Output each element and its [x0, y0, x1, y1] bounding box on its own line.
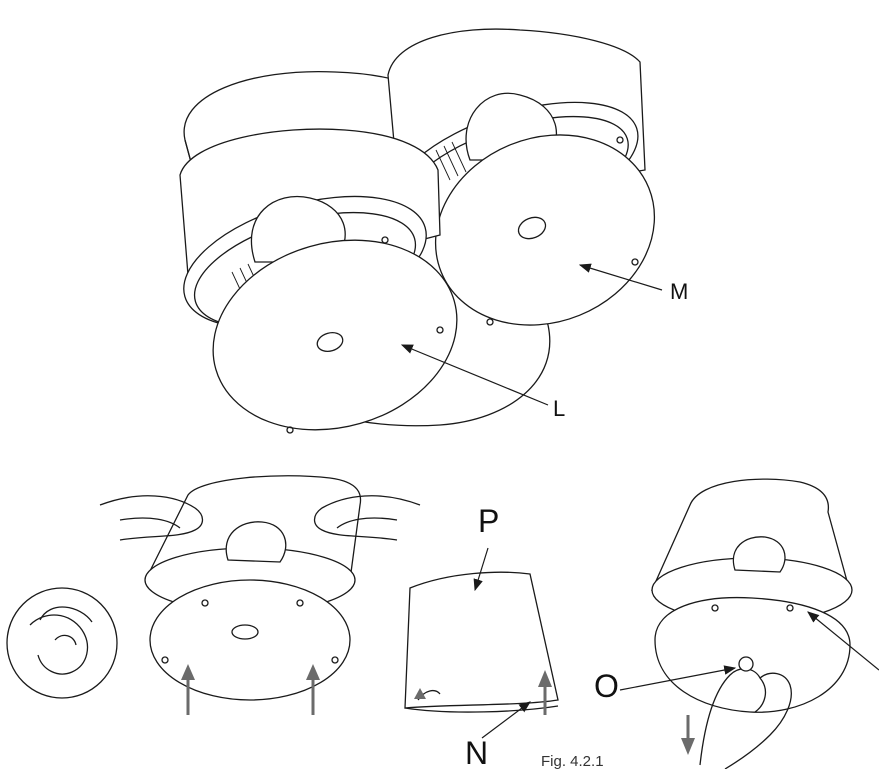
- figure-caption: Fig. 4.2.1: [541, 753, 604, 770]
- diffuser-disc-lower: [149, 579, 351, 701]
- label-l: L: [553, 396, 566, 421]
- label-m: M: [670, 279, 689, 304]
- folded-diffuser-step: [404, 547, 559, 739]
- folded-diffuser-panel: [404, 571, 559, 709]
- diffuser-release-step: [619, 478, 879, 770]
- shade-mounting-step: [6, 475, 421, 715]
- label-n: N: [465, 735, 489, 771]
- label-o: O: [594, 668, 619, 704]
- diffuser-disc-release: [654, 596, 851, 713]
- double-lamp-fixture: [179, 28, 663, 434]
- diffuser-disc-l: [212, 239, 458, 431]
- magnifier-detail-circle: [6, 587, 118, 699]
- label-p: P: [478, 503, 500, 539]
